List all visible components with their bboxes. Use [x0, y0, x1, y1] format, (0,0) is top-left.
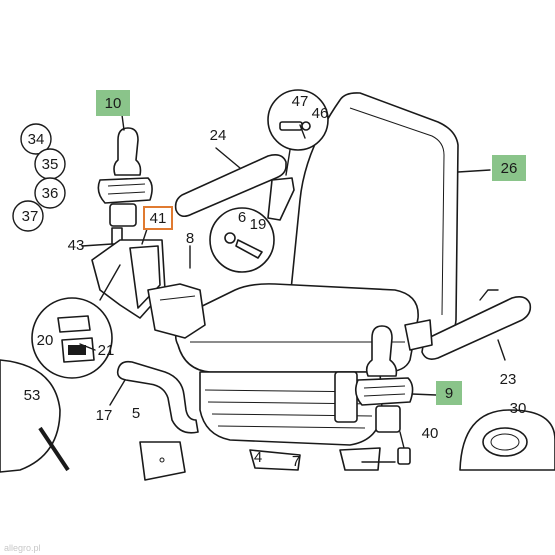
- left-armrest: [174, 154, 295, 221]
- callout-8: 8: [186, 230, 194, 247]
- switch-inset-20-21: [31, 264, 121, 379]
- bolt-inset-6-19: [209, 207, 275, 273]
- callout-26-label: 26: [501, 160, 518, 177]
- cable-40: [361, 431, 411, 465]
- clamp-inset-30: [459, 409, 555, 471]
- svg-text:35: 35: [42, 156, 59, 173]
- callout-46: 46: [312, 105, 329, 122]
- callout-6: 6: [238, 209, 246, 226]
- callout-24: 24: [210, 127, 227, 144]
- callout-9-label: 9: [445, 385, 453, 402]
- callout-10-label: 10: [105, 95, 122, 112]
- svg-text:34: 34: [28, 131, 45, 148]
- watermark: allegro.pl: [4, 543, 41, 553]
- leader-lines: [79, 114, 506, 406]
- callout-41-label: 41: [150, 210, 167, 227]
- callout-43: 43: [68, 237, 85, 254]
- callout-20: 20: [37, 332, 54, 349]
- seat-base: [199, 371, 383, 471]
- callout-17: 17: [96, 407, 113, 424]
- callout-26: 26: [492, 155, 526, 181]
- callout-36: 36: [34, 177, 66, 209]
- left-joystick: [97, 127, 153, 245]
- callout-35: 35: [34, 148, 66, 180]
- callout-41: 41: [143, 206, 173, 230]
- callout-5: 5: [132, 405, 140, 422]
- callout-53: 53: [24, 387, 41, 404]
- part-53-inset: [0, 359, 70, 473]
- callout-9: 9: [436, 381, 462, 405]
- svg-text:37: 37: [22, 208, 39, 225]
- left-console: [91, 239, 206, 339]
- callout-23: 23: [500, 371, 517, 388]
- callout-7: 7: [292, 453, 300, 470]
- callout-37: 37: [12, 200, 44, 232]
- bracket-5: [139, 441, 186, 481]
- callout-21: 21: [98, 342, 115, 359]
- callout-34: 34: [20, 123, 52, 155]
- bolt-inset-47-46: [267, 89, 329, 176]
- callout-10: 10: [96, 90, 130, 116]
- callout-4: 4: [254, 449, 262, 466]
- callout-40: 40: [422, 425, 439, 442]
- right-armrest: [404, 289, 532, 360]
- hose-17: [116, 360, 199, 434]
- callout-47: 47: [292, 93, 309, 110]
- callout-19: 19: [250, 216, 267, 233]
- callout-30: 30: [510, 400, 527, 417]
- svg-text:36: 36: [42, 185, 59, 202]
- right-joystick: [354, 325, 414, 433]
